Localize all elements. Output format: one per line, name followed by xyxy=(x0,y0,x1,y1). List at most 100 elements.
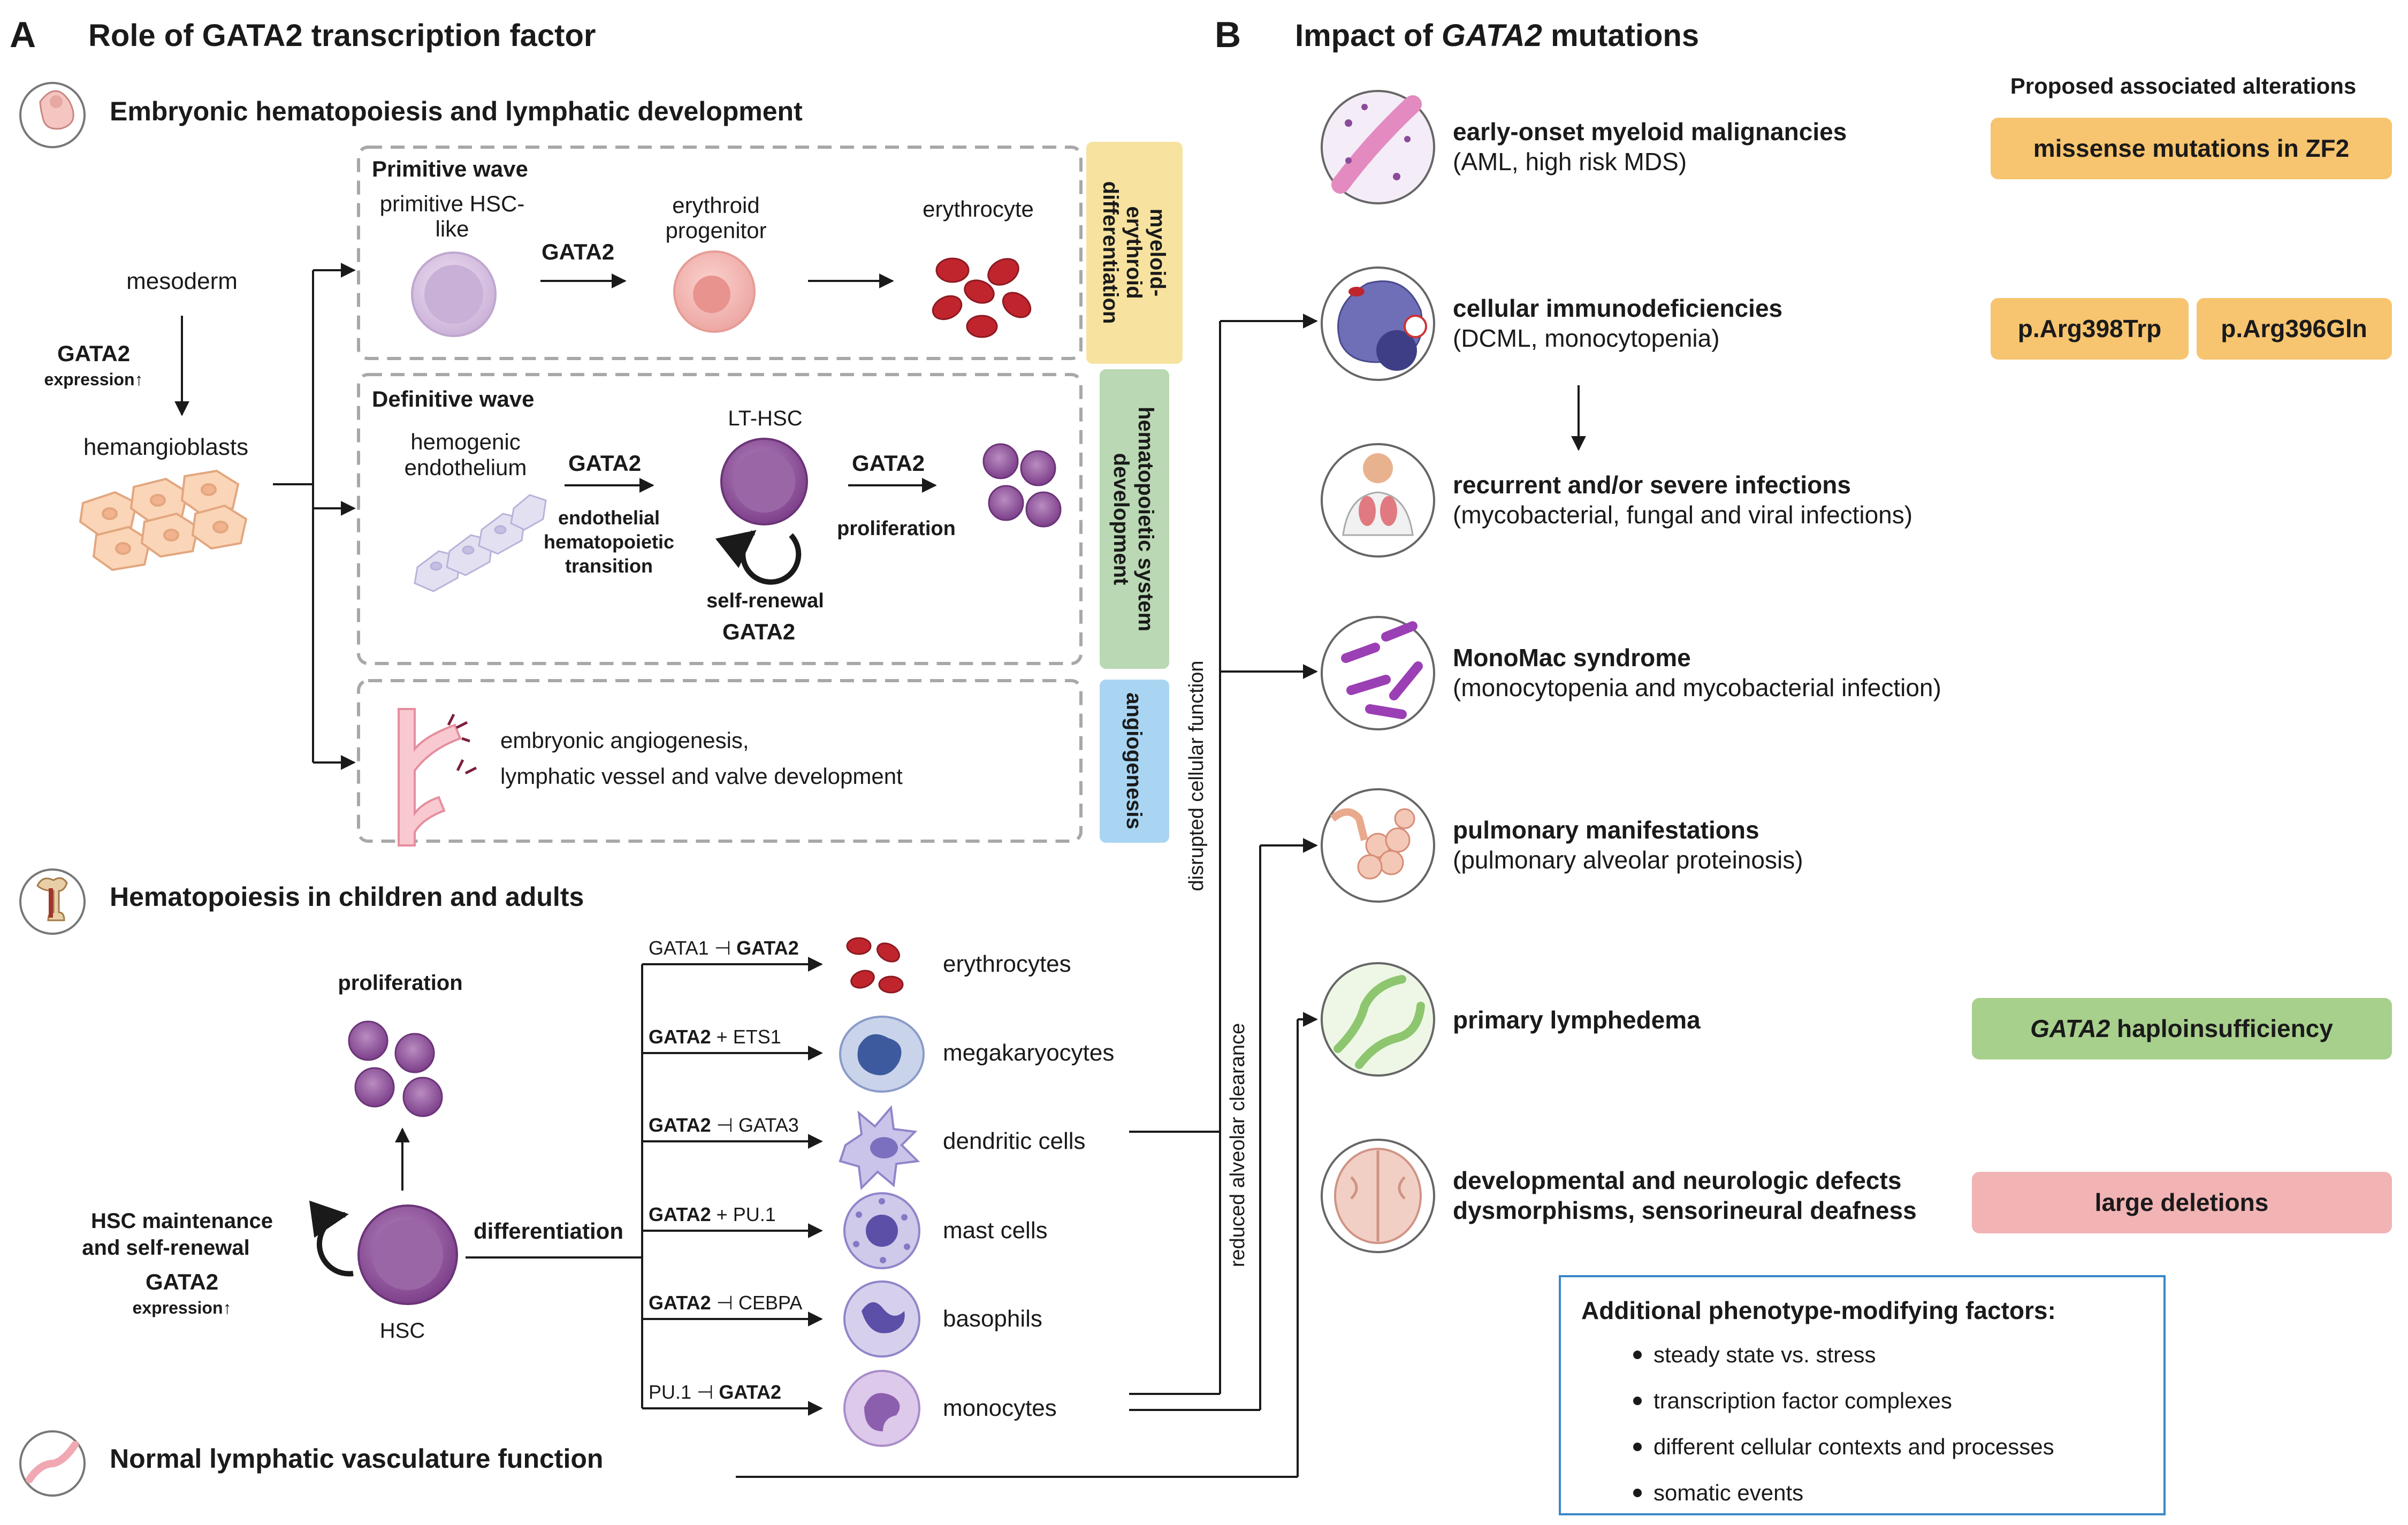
myeloid-erythroid-tag xyxy=(1086,142,1183,364)
proliferating-cells-icon xyxy=(982,443,1062,528)
myeloid-erythroid-tag-line-2: erythroid xyxy=(1122,206,1146,299)
hemangioblasts-icon xyxy=(79,469,248,571)
panel-b-letter: B xyxy=(1215,14,1241,55)
lineage-regulator-label: GATA2 + ETS1 xyxy=(649,1026,781,1048)
dendritic-cell-icon xyxy=(839,1105,920,1191)
erythroid-progenitor-icon xyxy=(673,250,756,333)
phenotype-1-title: early-onset myeloid malignancies xyxy=(1453,118,1847,146)
hematopoietic-system-tag xyxy=(1100,369,1169,669)
adult-expression-label: expression↑ xyxy=(133,1298,232,1317)
adult-heading: Hematopoiesis in children and adults xyxy=(110,882,584,912)
erythrocytes-small-icon xyxy=(846,937,904,994)
primitive-gata2-label: GATA2 xyxy=(542,239,614,264)
zf2-badge xyxy=(1991,118,2392,179)
brain-icon xyxy=(1321,1139,1435,1253)
phenotype-3-title: recurrent and/or severe infections xyxy=(1453,471,1851,499)
lymphatic-vessel-icon xyxy=(19,1430,86,1497)
self-renewal-label: self-renewal xyxy=(706,590,824,612)
definitive-gata2-label-3: GATA2 xyxy=(722,619,795,644)
hemogenic-label-1: hemogenic xyxy=(410,429,520,454)
phenotype-4-detail: (monocytopenia and mycobacterial infecti… xyxy=(1453,674,1941,702)
reduced-clearance-label: reduced alveolar clearance xyxy=(1226,1023,1249,1267)
phenotype-3-detail: (mycobacterial, fungal and viral infecti… xyxy=(1453,501,1912,529)
phenotype-7-title: developmental and neurologic defects xyxy=(1453,1166,1901,1194)
adult-proliferation-label: proliferation xyxy=(338,971,462,995)
bone-icon xyxy=(19,868,86,935)
infection-icon xyxy=(1321,443,1435,558)
lineage-cell-label: megakaryocytes xyxy=(943,1040,1114,1066)
maintenance-label-2: and self-renewal xyxy=(82,1236,249,1260)
lineage-cell-label: monocytes xyxy=(943,1395,1057,1421)
embryo-icon xyxy=(19,82,86,148)
phenotype-2-detail: (DCML, monocytopenia) xyxy=(1453,324,1720,352)
erythroid-progenitor-label-2: progenitor xyxy=(665,218,766,243)
primitive-hsc-label-1: primitive HSC- xyxy=(380,191,525,216)
phenotype-4-title: MonoMac syndrome xyxy=(1453,644,1691,672)
modifier-item: steady state vs. stress xyxy=(1653,1342,1876,1367)
phenotype-5-title: pulmonary manifestations xyxy=(1453,816,1759,844)
hemangioblasts-label: hemangioblasts xyxy=(83,434,248,460)
haploinsufficiency-badge xyxy=(1972,998,2392,1059)
angiogenesis-tag xyxy=(1100,680,1169,843)
aml-icon xyxy=(1321,90,1435,204)
hemogenic-endothelium-icon xyxy=(414,494,547,592)
primitive-hsc-cell-icon xyxy=(411,251,497,337)
modifiers-list: steady state vs. stress transcription fa… xyxy=(1633,1342,2054,1505)
embryonic-expression-label: expression↑ xyxy=(44,370,143,389)
hsc-label: HSC xyxy=(380,1319,425,1343)
eht-label-2: hematopoietic xyxy=(544,531,674,553)
alterations-header: Proposed associated alterations xyxy=(2010,73,2357,98)
differentiation-label: differentiation xyxy=(474,1218,623,1244)
phenotype-1-detail: (AML, high risk MDS) xyxy=(1453,148,1687,176)
definitive-wave-title: Definitive wave xyxy=(372,386,534,411)
definitive-gata2-label-1: GATA2 xyxy=(568,451,641,476)
deletions-badge xyxy=(1972,1172,2392,1233)
phenotype-6-title: primary lymphedema xyxy=(1453,1006,1701,1034)
erythrocyte-label: erythrocyte xyxy=(923,196,1034,222)
modifier-item: different cellular contexts and processe… xyxy=(1653,1434,2054,1459)
hemogenic-label-2: endothelium xyxy=(405,455,527,480)
lineage-regulator-label: GATA2 ⊣ GATA3 xyxy=(649,1114,799,1136)
modifiers-box xyxy=(1559,1275,2166,1515)
myeloid-erythroid-tag-line-1: myeloid- xyxy=(1146,209,1169,296)
modifier-item: transcription factor complexes xyxy=(1653,1388,1952,1413)
haploinsufficiency-badge-label: GATA2 haploinsufficiency xyxy=(2030,1015,2333,1042)
lthsc-label: LT-HSC xyxy=(728,407,802,430)
panel-b-title: Impact of GATA2 mutations xyxy=(1295,18,1699,53)
hematopoietic-tag-line-2: development xyxy=(1109,453,1133,585)
lineage-cell-label: basophils xyxy=(943,1306,1042,1332)
arg396-badge xyxy=(2197,298,2392,360)
lungs-icon xyxy=(1321,788,1435,903)
lymphatic-heading: Normal lymphatic vasculature function xyxy=(110,1444,603,1474)
eht-label-3: transition xyxy=(565,555,653,577)
erythroid-progenitor-label-1: erythroid xyxy=(672,193,759,218)
lineage-regulator-label: GATA1 ⊣ GATA2 xyxy=(649,937,799,959)
arg398-badge xyxy=(1991,298,2189,360)
lineage-cells xyxy=(839,937,925,1447)
immunodeficiency-icon xyxy=(1321,266,1435,381)
arg398-badge-label: p.Arg398Trp xyxy=(2018,315,2161,342)
hematopoietic-tag-line-1: hematopoietic system xyxy=(1134,407,1157,631)
connector-lines xyxy=(736,314,1318,1478)
angiogenesis-box xyxy=(357,679,1083,843)
angio-text-1: embryonic angiogenesis, xyxy=(500,728,749,753)
branch-connector xyxy=(273,263,356,770)
primitive-hsc-label-2: like xyxy=(435,216,469,241)
modifier-item: somatic events xyxy=(1653,1480,1803,1505)
hsc-cell-icon xyxy=(357,1204,458,1305)
definitive-wave-box xyxy=(357,373,1083,665)
adult-proliferating-cells-icon xyxy=(348,1020,443,1117)
panel-a-letter: A xyxy=(10,14,36,55)
lineage-tree xyxy=(641,957,823,1416)
mesoderm-label: mesoderm xyxy=(126,268,238,294)
vessel-icon xyxy=(398,708,477,847)
arg396-badge-label: p.Arg396Gln xyxy=(2221,315,2367,342)
megakaryocyte-icon xyxy=(839,1016,925,1093)
hsc-self-renewal-arrow xyxy=(309,1200,354,1277)
erythrocytes-icon xyxy=(932,257,1032,338)
definitive-proliferation-label: proliferation xyxy=(837,517,956,540)
embryonic-heading: Embryonic hematopoiesis and lymphatic de… xyxy=(110,96,803,126)
eht-label-1: endothelial xyxy=(558,507,660,529)
angio-text-2: lymphatic vessel and valve development xyxy=(500,764,903,789)
lineage-regulator-label: GATA2 + PU.1 xyxy=(649,1203,776,1225)
